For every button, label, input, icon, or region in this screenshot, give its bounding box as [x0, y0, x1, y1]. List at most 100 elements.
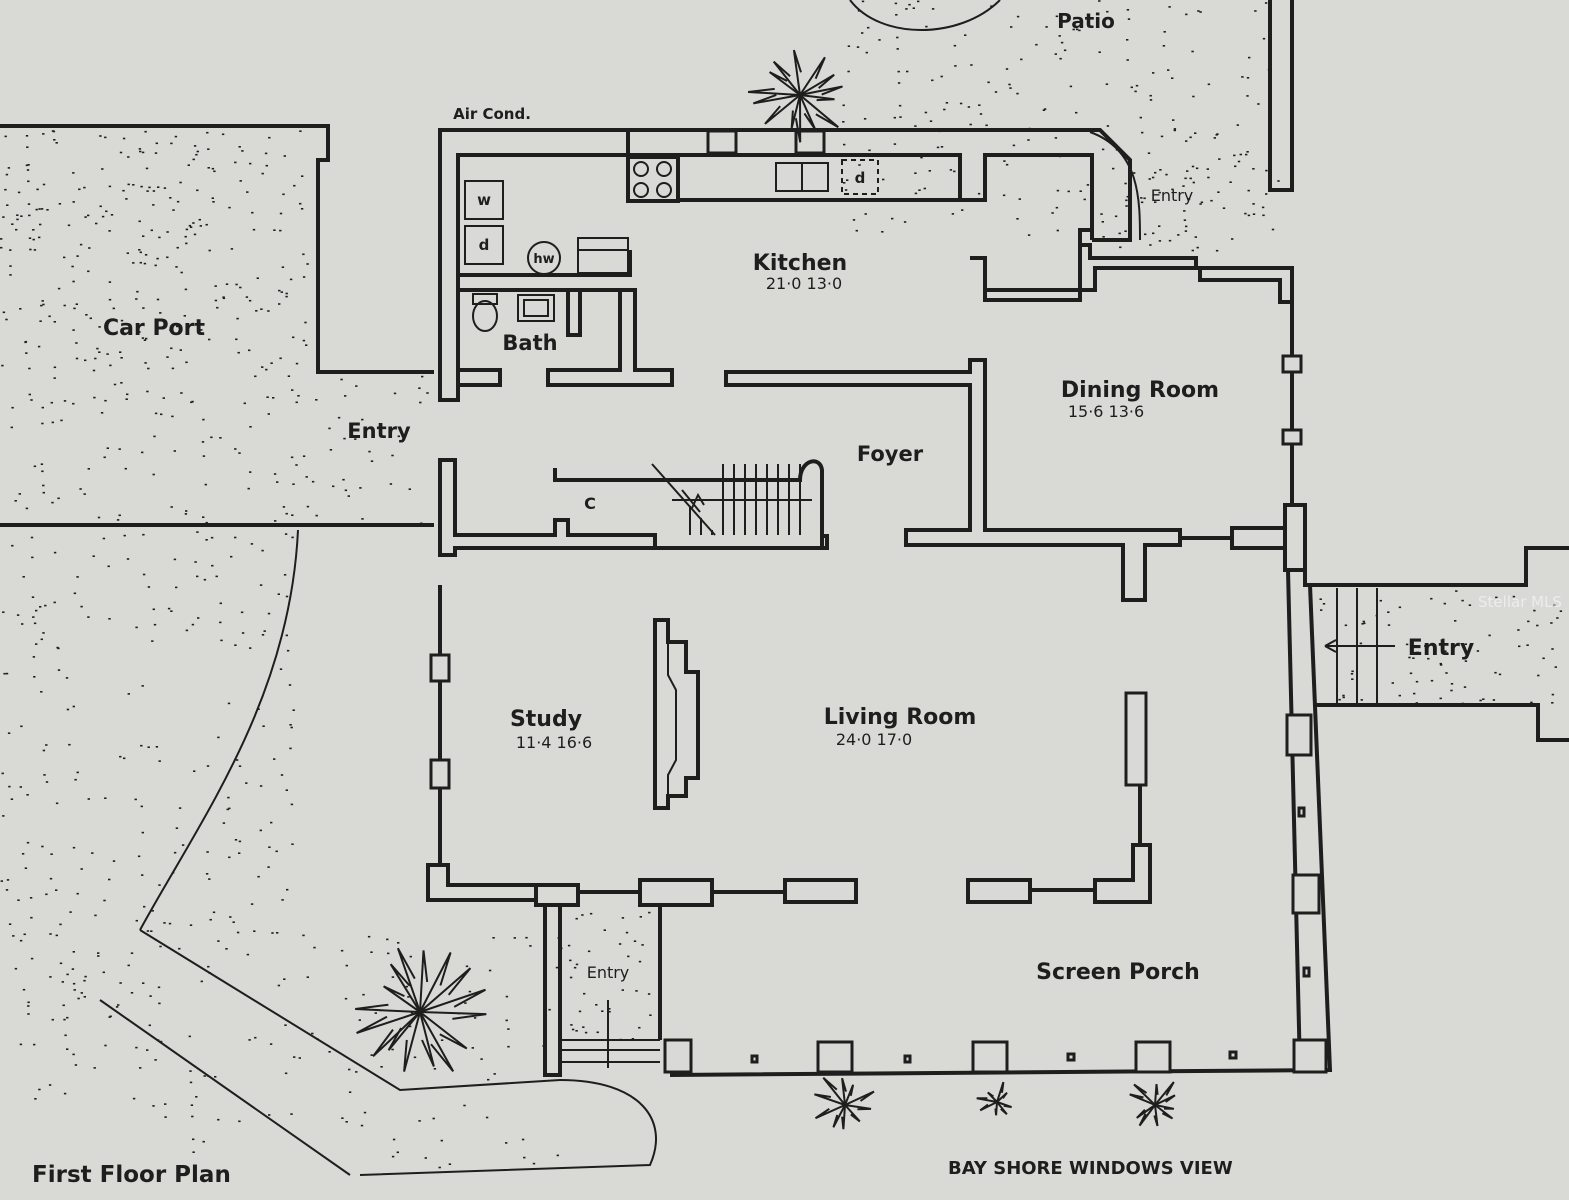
- stipple-dot: [40, 691, 43, 693]
- stipple-dot: [216, 306, 219, 309]
- stipple-dot: [1261, 206, 1265, 209]
- stipple-dot: [202, 1140, 205, 1143]
- stipple-dot: [119, 151, 123, 154]
- stipple-dot: [1159, 169, 1162, 171]
- stipple-dot: [1060, 41, 1064, 44]
- stipple-dot: [1479, 699, 1482, 702]
- stipple-dot: [894, 2, 898, 5]
- stipple-dot: [192, 222, 195, 224]
- stipple-dot: [1454, 620, 1457, 622]
- stipple-dot: [0, 246, 3, 249]
- stipple-dot: [301, 175, 304, 177]
- stipple-dot: [300, 208, 304, 210]
- stipple-dot: [1, 772, 4, 775]
- stipple-dot: [1063, 49, 1067, 52]
- stipple-dot: [234, 536, 237, 539]
- stipple-dot: [1229, 181, 1232, 183]
- stipple-dot: [432, 1117, 435, 1120]
- stipple-dot: [91, 852, 94, 854]
- stipple-dot: [250, 903, 254, 905]
- stipple-dot: [79, 488, 82, 490]
- stipple-dot: [30, 916, 33, 919]
- stipple-dot: [33, 465, 37, 468]
- stipple-dot: [239, 286, 242, 289]
- stipple-dot: [555, 966, 559, 969]
- stipple-dot: [1152, 72, 1155, 74]
- stipple-dot: [569, 976, 573, 979]
- stipple-dot: [33, 249, 37, 251]
- bath-fixtures: [472, 293, 555, 332]
- stipple-dot: [1444, 650, 1447, 652]
- stipple-dot: [94, 914, 97, 917]
- stipple-dot: [1252, 213, 1256, 215]
- stipple-dot: [104, 797, 107, 799]
- stipple-dot: [84, 359, 87, 362]
- stipple-dot: [4, 135, 7, 138]
- stipple-dot: [440, 1139, 443, 1142]
- stipple-dot: [40, 208, 44, 210]
- stipple-dot: [107, 565, 110, 568]
- stipple-dot: [285, 512, 288, 515]
- stipple-dot: [1173, 129, 1176, 132]
- stipple-dot: [523, 1156, 526, 1159]
- stipple-dot: [193, 233, 197, 236]
- air-cond-label: Air Cond.: [453, 105, 531, 123]
- stipple-dot: [1553, 604, 1556, 607]
- stipple-dot: [142, 307, 145, 309]
- stipple-dot: [291, 843, 294, 845]
- stipple-dot: [113, 383, 117, 386]
- stipple-dot: [1245, 153, 1248, 156]
- stipple-dot: [1439, 662, 1442, 665]
- stipple-dot: [267, 612, 271, 615]
- stipple-dot: [217, 736, 220, 739]
- stipple-dot: [115, 1006, 119, 1008]
- stipple-dot: [50, 401, 53, 404]
- stipple-dot: [188, 1035, 191, 1038]
- stipple-dot: [283, 155, 286, 157]
- stipple-dot: [154, 264, 157, 267]
- stipple-dot: [126, 252, 129, 254]
- stipple-dot: [940, 75, 943, 78]
- stipple-dot: [864, 213, 867, 215]
- stipple-dot: [139, 1067, 142, 1069]
- patio-outline: [849, 0, 1294, 241]
- stipple-dot: [135, 919, 138, 922]
- stipple-dot: [156, 298, 160, 301]
- stipple-dot: [212, 201, 215, 203]
- stipple-dot: [994, 91, 998, 93]
- stipple-dot: [71, 265, 74, 268]
- stipple-dot: [1185, 13, 1188, 16]
- stipple-dot: [126, 393, 129, 396]
- stipple-dot: [217, 940, 220, 942]
- stipple-dot: [146, 190, 149, 192]
- stipple-dot: [283, 574, 287, 576]
- stipple-dot: [1126, 39, 1129, 41]
- stipple-dot: [194, 561, 197, 563]
- stipple-dot: [29, 897, 33, 899]
- stipple-dot: [1215, 249, 1219, 252]
- stipple-dot: [3, 672, 6, 675]
- stipple-dot: [190, 1104, 194, 1106]
- stipple-dot: [39, 223, 42, 226]
- stipple-dot: [66, 973, 69, 976]
- stipple-dot: [71, 968, 75, 970]
- stipple-dot: [1405, 643, 1409, 646]
- stipple-dot: [215, 575, 218, 578]
- stipple-dot: [236, 317, 239, 320]
- stipple-dot: [172, 209, 175, 211]
- stipple-dot: [279, 212, 283, 215]
- stipple-dot: [1398, 694, 1401, 697]
- stipple-dot: [120, 382, 123, 384]
- stipple-dot: [1350, 673, 1354, 675]
- stipple-dot: [87, 270, 90, 273]
- stipple-dot: [344, 395, 347, 397]
- stipple-dot: [1464, 660, 1468, 662]
- stipple-dot: [52, 130, 56, 133]
- stipple-dot: [35, 643, 38, 645]
- stipple-dot: [261, 172, 264, 175]
- stipple-dot: [471, 1047, 474, 1049]
- stipple-dot: [1124, 230, 1127, 232]
- stipple-dot: [1442, 638, 1445, 641]
- stipple-dot: [199, 225, 202, 227]
- patio-entry-label: Entry: [1151, 186, 1194, 205]
